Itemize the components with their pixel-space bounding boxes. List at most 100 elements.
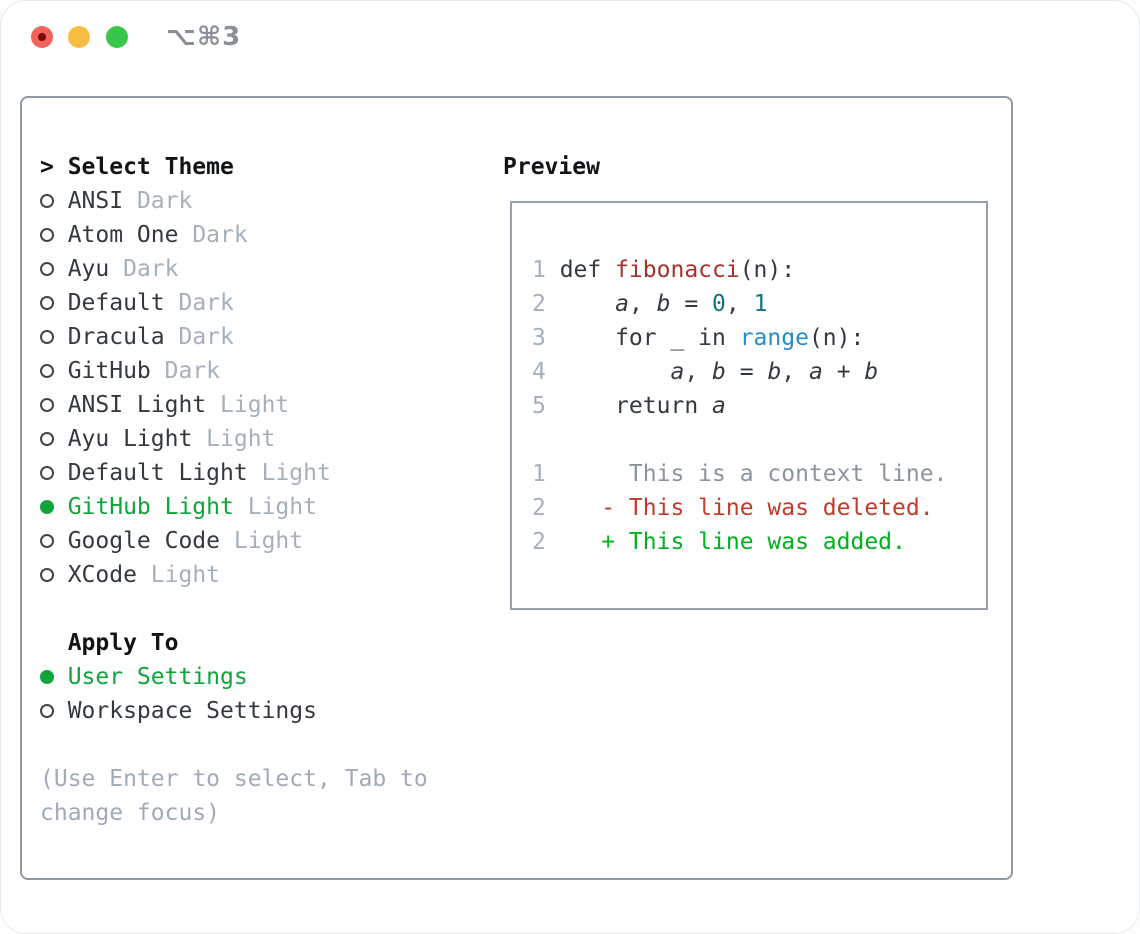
theme-variant: Light xyxy=(220,392,290,418)
code-line-2: 2 a, b = 0, 1 xyxy=(532,287,986,321)
line-number: 2 xyxy=(532,495,546,521)
theme-variant: Dark xyxy=(178,290,234,316)
theme-name: ANSI Light xyxy=(67,392,207,418)
theme-option-dracula-dark[interactable]: Dracula Dark xyxy=(40,320,428,354)
radio-unselected-icon xyxy=(40,466,68,480)
keyword-for-in: for _ in xyxy=(615,325,740,351)
theme-option-ansi-light[interactable]: ANSI Light Light xyxy=(40,388,428,422)
theme-option-ayu-dark[interactable]: Ayu Dark xyxy=(40,252,428,286)
code-line-5: 5 return a xyxy=(532,389,986,423)
radio-selected-icon xyxy=(40,500,68,514)
apply-to-section: Apply To User Settings Workspace Setting… xyxy=(40,626,428,728)
code-line-3: 3 for _ in range(n): xyxy=(532,321,986,355)
theme-variant: Light xyxy=(150,562,221,588)
line-number: 1 xyxy=(532,257,546,283)
diff-deleted-line: 2 - This line was deleted. xyxy=(532,491,986,525)
theme-list-column: > Select Theme ANSI Dark Atom One Dark A… xyxy=(40,150,428,830)
apply-to-label: Apply To xyxy=(67,630,179,656)
code-text: (n): xyxy=(808,325,865,351)
diff-added-line: 2 + This line was added. xyxy=(532,525,986,559)
preview-label: Preview xyxy=(503,154,600,180)
line-number: 3 xyxy=(532,325,546,351)
theme-name: XCode xyxy=(67,562,137,588)
line-number: 1 xyxy=(532,461,546,487)
radio-unselected-icon xyxy=(40,228,68,242)
radio-unselected-icon xyxy=(40,398,68,412)
theme-name: GitHub Light xyxy=(67,494,234,520)
help-line-1: (Use Enter to select, Tab to xyxy=(40,766,428,792)
theme-name: ANSI xyxy=(67,188,124,214)
variable: a xyxy=(809,359,823,385)
theme-variant: Dark xyxy=(178,324,234,350)
theme-option-default-dark[interactable]: Default Dark xyxy=(40,286,428,320)
code-text: (n): xyxy=(739,257,796,283)
theme-variant: Light xyxy=(247,494,317,520)
theme-variant: Light xyxy=(233,528,304,554)
line-number: 5 xyxy=(532,393,546,419)
theme-name: Dracula xyxy=(67,324,165,350)
diff-context-line: 1 This is a context line. xyxy=(532,457,986,491)
variable: b xyxy=(712,359,726,385)
apply-option-user-settings[interactable]: User Settings xyxy=(40,660,428,694)
theme-name: GitHub xyxy=(67,358,151,384)
theme-option-github-light-selected[interactable]: GitHub Light Light xyxy=(40,490,428,524)
theme-option-ayu-light[interactable]: Ayu Light Light xyxy=(40,422,428,456)
theme-option-github-dark[interactable]: GitHub Dark xyxy=(40,354,428,388)
apply-option-workspace-settings[interactable]: Workspace Settings xyxy=(40,694,428,728)
theme-option-google-code-light[interactable]: Google Code Light xyxy=(40,524,428,558)
help-text: (Use Enter to select, Tab to change focu… xyxy=(40,762,428,830)
select-theme-header: > Select Theme xyxy=(40,150,428,184)
variable: b xyxy=(767,359,782,385)
number-literal: 1 xyxy=(753,291,768,317)
apply-to-header: Apply To xyxy=(40,626,428,660)
theme-variant: Light xyxy=(206,426,276,452)
close-button[interactable] xyxy=(31,26,53,48)
line-number: 2 xyxy=(532,529,546,555)
code-line-1: 1 def fibonacci(n): xyxy=(532,253,986,287)
radio-unselected-icon xyxy=(40,330,68,344)
caret-icon: > xyxy=(40,154,54,180)
theme-variant: Dark xyxy=(136,188,193,214)
keyword-def: def xyxy=(559,257,616,283)
theme-variant: Dark xyxy=(192,222,248,248)
theme-option-ansi-dark[interactable]: ANSI Dark xyxy=(40,184,428,218)
number-literal: 0 xyxy=(712,291,726,317)
theme-name: Google Code xyxy=(67,528,221,554)
builtin-range: range xyxy=(739,325,809,351)
zoom-button[interactable] xyxy=(106,26,128,48)
code-blank-line xyxy=(532,423,986,457)
radio-unselected-icon xyxy=(40,296,68,310)
help-line-2: change focus) xyxy=(40,800,221,826)
theme-name: Atom One xyxy=(67,222,179,248)
diff-context-text: This is a context line. xyxy=(559,461,948,487)
theme-option-xcode-light[interactable]: XCode Light xyxy=(40,558,428,592)
variable: a xyxy=(670,359,685,385)
variable: a xyxy=(712,393,726,419)
window-title-shortcut: ⌥⌘3 xyxy=(166,22,242,52)
select-theme-label: Select Theme xyxy=(67,154,234,180)
theme-variant: Dark xyxy=(123,256,179,282)
diff-deleted-text: - This line was deleted. xyxy=(559,495,934,521)
theme-name: Ayu Light xyxy=(67,426,193,452)
line-number: 2 xyxy=(532,291,546,317)
line-number: 4 xyxy=(532,359,546,385)
diff-added-text: + This line was added. xyxy=(559,529,906,555)
theme-option-default-light[interactable]: Default Light Light xyxy=(40,456,428,490)
variable: b xyxy=(864,359,879,385)
radio-selected-icon xyxy=(40,670,68,684)
variable: a xyxy=(615,291,629,317)
minimize-button[interactable] xyxy=(68,26,90,48)
radio-unselected-icon xyxy=(40,704,68,718)
function-name: fibonacci xyxy=(615,257,740,283)
radio-unselected-icon xyxy=(40,534,68,548)
radio-unselected-icon xyxy=(40,262,68,276)
theme-variant: Light xyxy=(261,460,331,486)
radio-unselected-icon xyxy=(40,364,68,378)
theme-picker-panel: > Select Theme ANSI Dark Atom One Dark A… xyxy=(20,96,1013,880)
theme-option-atom-one-dark[interactable]: Atom One Dark xyxy=(40,218,428,252)
radio-unselected-icon xyxy=(40,432,68,446)
apply-option-label: Workspace Settings xyxy=(67,698,317,724)
